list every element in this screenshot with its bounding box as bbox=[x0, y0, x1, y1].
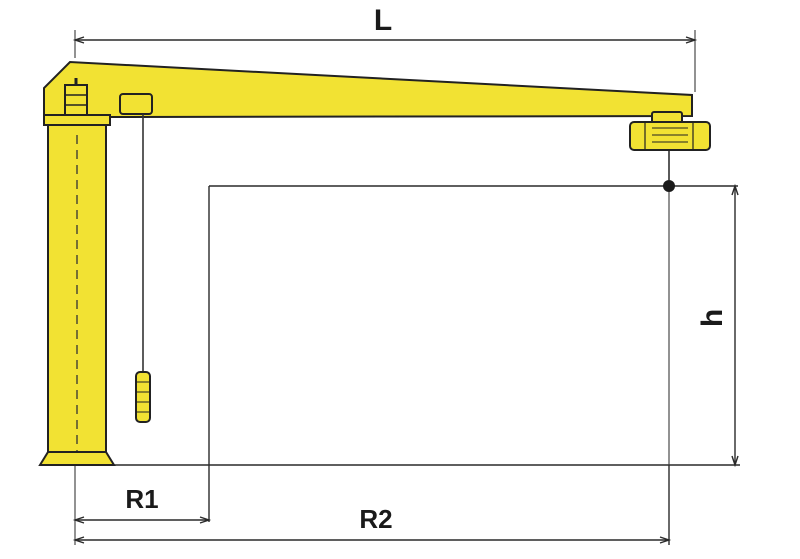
label-h: h bbox=[696, 309, 729, 327]
hoist-hook bbox=[663, 150, 675, 465]
bolt-cap bbox=[64, 78, 88, 116]
dimension-r2: R2 bbox=[72, 465, 672, 545]
dimension-l: L bbox=[72, 4, 698, 92]
label-l: L bbox=[374, 4, 392, 37]
dimension-r1: R1 bbox=[72, 465, 212, 545]
hook-block bbox=[135, 371, 151, 423]
label-r2: R2 bbox=[359, 504, 392, 534]
working-area bbox=[100, 185, 740, 522]
end-stop bbox=[119, 93, 153, 115]
column bbox=[47, 121, 107, 461]
dimension-h: h bbox=[696, 183, 739, 468]
label-r1: R1 bbox=[125, 484, 158, 514]
base-plate bbox=[38, 451, 116, 466]
electric-hoist bbox=[629, 111, 711, 151]
